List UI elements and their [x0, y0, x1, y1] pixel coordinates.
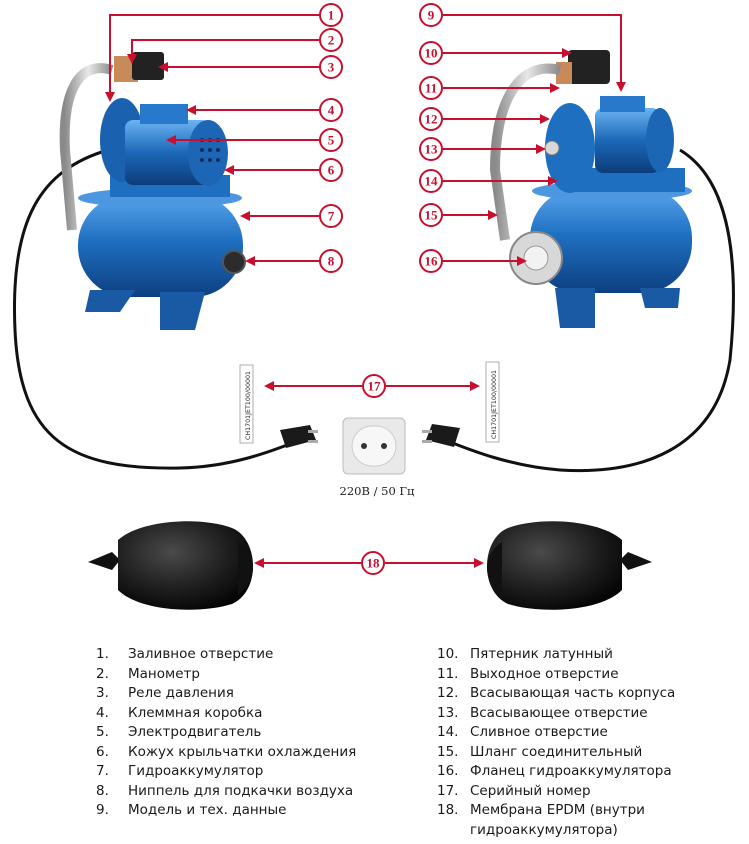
svg-text:17: 17	[368, 379, 382, 394]
pump-station-left	[59, 52, 246, 330]
plug-right	[422, 424, 460, 447]
legend-item: 3.Реле давления	[96, 685, 234, 701]
legend-item: 13.Всасывающее отверстие	[437, 704, 648, 721]
svg-text:9: 9	[428, 8, 435, 23]
pump-station-right	[489, 50, 692, 328]
serial-tag-left: CH1701JET100/00001	[239, 364, 254, 444]
callout-12: 12	[419, 107, 443, 131]
callout-16: 16	[419, 249, 443, 273]
legend-left: 1.Заливное отверстие 2.Манометр 3.Реле д…	[96, 645, 396, 821]
voltage-label: 220В / 50 Гц	[339, 484, 415, 498]
callout-11: 11	[419, 76, 443, 100]
legend-item: 18.Мембрана EPDM (внутри гидроаккумулято…	[437, 802, 645, 838]
callout-5: 5	[319, 128, 343, 152]
svg-text:4: 4	[328, 103, 335, 118]
callout-17: 17	[362, 374, 386, 398]
serial-number-left: CH1701JET100/00001	[245, 371, 252, 440]
callout-18: 18	[361, 551, 385, 575]
svg-text:12: 12	[425, 112, 438, 127]
membrane-left	[88, 521, 254, 610]
air-nipple	[222, 250, 246, 274]
membrane-right	[486, 521, 652, 610]
svg-text:10: 10	[425, 46, 438, 61]
legend-item: 15.Шланг соединительный	[437, 743, 643, 760]
legend-item: 5.Электродвигатель	[96, 724, 262, 740]
power-cable	[12, 148, 301, 470]
legend-item: 9.Модель и тех. данные	[96, 802, 287, 818]
legend-item: 16.Фланец гидроаккумулятора	[437, 763, 672, 779]
power-cable-right	[444, 148, 735, 473]
pump-station-diagram: CH1701JET100/00001 CH1701JET100/00001	[12, 3, 735, 610]
svg-text:5: 5	[328, 133, 335, 148]
plug-left	[280, 425, 318, 448]
legend-item: 14.Сливное отверстие	[437, 724, 608, 740]
svg-text:13: 13	[425, 142, 439, 157]
serial-number-right: CH1701JET100/00001	[491, 370, 498, 439]
callout-2: 2	[319, 28, 343, 52]
svg-text:7: 7	[328, 209, 335, 224]
callout-7: 7	[319, 204, 343, 228]
power-socket	[342, 417, 406, 475]
svg-text:6: 6	[328, 163, 335, 178]
callout-8: 8	[319, 249, 343, 273]
svg-text:2: 2	[328, 33, 335, 48]
svg-text:18: 18	[367, 556, 381, 571]
legend-item: 6.Кожух крыльчатки охлаждения	[96, 743, 357, 760]
callout-13: 13	[419, 137, 443, 161]
legend-item: 1.Заливное отверстие	[96, 646, 274, 662]
callout-1: 1	[319, 3, 343, 27]
svg-text:3: 3	[328, 60, 335, 75]
legend-item: 17.Серийный номер	[437, 782, 591, 799]
legend-item: 4.Клеммная коробка	[96, 704, 263, 721]
legend-item: 2.Манометр	[96, 665, 200, 682]
callout-10: 10	[419, 41, 443, 65]
svg-text:16: 16	[425, 254, 439, 269]
callout-3: 3	[319, 55, 343, 79]
legend-item: 10.Пятерник латунный	[437, 646, 613, 662]
callout-15: 15	[419, 203, 443, 227]
svg-text:1: 1	[328, 8, 335, 23]
legend-item: 12.Всасывающая часть корпуса	[437, 685, 676, 701]
svg-text:14: 14	[425, 174, 439, 189]
legend-item: 11.Выходное отверстие	[437, 665, 619, 682]
suction-port	[544, 140, 560, 156]
legend-item: 8.Ниппель для подкачки воздуха	[96, 782, 354, 799]
callout-14: 14	[419, 169, 443, 193]
callout-4: 4	[319, 98, 343, 122]
svg-text:11: 11	[425, 81, 437, 96]
svg-text:8: 8	[328, 254, 335, 269]
callout-9: 9	[419, 3, 443, 27]
callout-6: 6	[319, 158, 343, 182]
legend-item: 7.Гидроаккумулятор	[96, 763, 264, 779]
serial-tag-right: CH1701JET100/00001	[485, 361, 500, 443]
legend-right: 10.Пятерник латунный 11.Выходное отверст…	[437, 645, 737, 840]
svg-text:15: 15	[425, 208, 439, 223]
